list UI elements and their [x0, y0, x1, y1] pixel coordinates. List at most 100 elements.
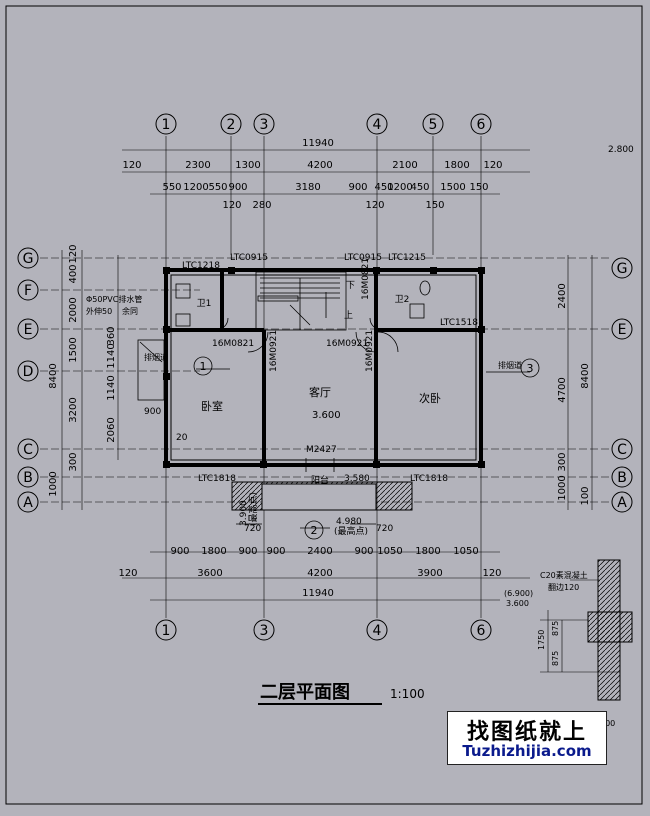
- staircase: [255, 271, 347, 331]
- label-m2427: M2427: [306, 445, 337, 455]
- label-16m0821-b: 16M0821: [361, 258, 371, 300]
- dim-bot-r2-3: 3900: [417, 568, 442, 579]
- dim-bot-r1-2: 900: [238, 546, 257, 557]
- dim-bot-r1-4: 2400: [307, 546, 332, 557]
- detail-level-2: 3.600: [506, 599, 529, 608]
- axis-left-E-circle: [17, 318, 39, 340]
- dim-top-r3-2: 550: [208, 182, 227, 193]
- dim-left-mid-3: 1500: [68, 337, 79, 362]
- detail-mark-3: 3: [527, 362, 534, 375]
- dim-top-r4-2: 120: [365, 200, 384, 211]
- stair-down: 下: [346, 281, 355, 291]
- dim-top-r2-0: 120: [122, 160, 141, 171]
- dim-top-r3-5: 900: [348, 182, 367, 193]
- detail-labels: C20素混凝土 翻边120 (6.900) 3.600 1750 875 875…: [504, 570, 615, 728]
- label-16m0921-c: 16M0921: [365, 330, 375, 372]
- dim-right-inner-2: 300: [557, 452, 568, 471]
- axis-bottom-1-circle: [155, 619, 177, 641]
- dim-right-outer-1: 100: [580, 486, 591, 505]
- label-16m0821-a: 16M0821: [212, 339, 254, 349]
- axis-left-B-circle: [17, 466, 39, 488]
- axis-left-F-label: F: [24, 283, 32, 299]
- level-note-2: (最高点): [334, 525, 368, 537]
- level-3900: 3.900: [239, 500, 249, 526]
- dim-bottom-total: 11940: [302, 588, 334, 599]
- dim-top-r3-6: 450: [374, 182, 393, 193]
- dim-top-r2-5: 1800: [444, 160, 469, 171]
- dim-top-r3-10: 150: [469, 182, 488, 193]
- room-second-bedroom: 次卧: [419, 391, 441, 405]
- label-16m0921-a: 16M0921: [269, 330, 279, 372]
- dim-bot-r2-1: 3600: [197, 568, 222, 579]
- detail-mark-1: 1: [200, 360, 207, 373]
- dim-top-r3-9: 1500: [440, 182, 465, 193]
- axis-top-3-circle: [253, 113, 275, 135]
- dim-900-side: 900: [144, 407, 161, 417]
- columns: [163, 267, 485, 468]
- level-3600: 3.600: [312, 410, 341, 421]
- dim-top-r2-4: 2100: [392, 160, 417, 171]
- room-wc1: 卫1: [197, 299, 212, 309]
- dim-left-mid-5: 300: [68, 452, 79, 471]
- axis-bottom-4-label: 4: [373, 623, 382, 639]
- wall-inner-lines: [170, 274, 477, 461]
- axis-top-6-circle: [470, 113, 492, 135]
- eave-detail: [540, 559, 633, 701]
- axis-right-C-label: C: [617, 442, 627, 458]
- drawing-scale: 1:100: [390, 687, 425, 701]
- dim-top-total: 11940: [302, 138, 334, 149]
- level-4980: 4.980: [336, 517, 362, 527]
- label-ltc1518: LTC1518: [440, 318, 478, 328]
- dim-right-inner-1: 4700: [557, 377, 568, 402]
- dim-bot-r1-5: 900: [354, 546, 373, 557]
- dim-top-r4-0: 120: [222, 200, 241, 211]
- room-living: 客厅: [309, 385, 331, 399]
- axis-top-4-label: 4: [373, 117, 382, 133]
- axis-top-5-label: 5: [429, 117, 438, 133]
- detail-300: 300: [600, 719, 615, 728]
- axis-left-G-label: G: [23, 251, 34, 267]
- label-ltc1818-b: LTC1818: [410, 474, 448, 484]
- room-balcony: 阳台: [311, 474, 329, 486]
- axis-right-A-label: A: [617, 495, 627, 511]
- dim-bot-r2-4: 120: [482, 568, 501, 579]
- fixtures: [137, 280, 431, 401]
- axis-top-1-label: 1: [162, 117, 171, 133]
- dim-top-r2-2: 1300: [235, 160, 260, 171]
- axis-left-B-label: B: [23, 470, 33, 486]
- axis-left-A-label: A: [23, 495, 33, 511]
- note-vent: 排烟道: [144, 352, 168, 362]
- dim-right-inner-3: 1000: [557, 475, 568, 500]
- label-16m0921-b: 16M0921: [326, 339, 368, 349]
- watermark-en: Tuzhizhijia.com: [462, 742, 592, 760]
- dim-bot-r1-0: 900: [170, 546, 189, 557]
- axis-bottom-3-circle: [253, 619, 275, 641]
- room-wc2: 卫2: [395, 295, 410, 305]
- dim-left-mid-1: 400: [68, 264, 79, 283]
- dim-720-b: 720: [376, 524, 393, 534]
- dim-top-r4-3: 150: [425, 200, 444, 211]
- axis-left-C-circle: [17, 438, 39, 460]
- label-ltc0915-b: LTC0915: [344, 253, 382, 263]
- dim-top-r2-1: 2300: [185, 160, 210, 171]
- dim-720-a: 720: [244, 524, 261, 534]
- annotation-labels: 客厅 卧室 次卧 卫1 卫2 阳台 上 下 LTC1218 LTC0915 LT…: [86, 145, 634, 537]
- level-note-1: (最高点): [247, 492, 259, 526]
- dim-bot-r1-3: 900: [266, 546, 285, 557]
- axis-bottom-6-circle: [470, 619, 492, 641]
- dim-left-outer-0: 8400: [48, 363, 59, 388]
- axis-bottom-1-label: 1: [162, 623, 171, 639]
- axis-top-1-circle: [155, 113, 177, 135]
- dim-left-inner-0: 1140: [106, 343, 117, 368]
- stair-up: 上: [344, 310, 353, 321]
- label-ltc1215: LTC1215: [388, 253, 426, 263]
- detail-875-b: 875: [551, 651, 560, 666]
- dim-left-inner-2: 1140: [106, 375, 117, 400]
- dim-left-mid-0: 120: [68, 244, 79, 263]
- drawing-title: 二层平面图: [260, 682, 350, 703]
- dim-top-r3-0: 550: [162, 182, 181, 193]
- axis-right-A-circle: [611, 491, 633, 513]
- detail-1750: 1750: [537, 630, 546, 650]
- detail-bubbles: [193, 356, 540, 540]
